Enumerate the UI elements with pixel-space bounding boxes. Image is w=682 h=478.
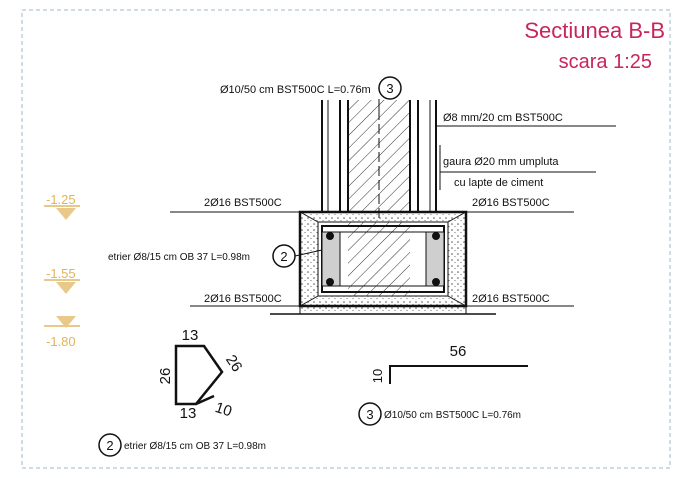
stirrup-label: etrier Ø8/15 cm OB 37 L=0.98m bbox=[108, 252, 250, 263]
wall-column bbox=[321, 100, 437, 220]
marker-detail-2: 2 bbox=[106, 438, 113, 453]
level-1: -1.25 bbox=[46, 192, 76, 207]
level-2: -1.55 bbox=[46, 266, 76, 281]
bar3-detail-shape bbox=[389, 365, 528, 384]
bar3-top-label: Ø10/50 cm BST500C L=0.76m bbox=[220, 84, 371, 96]
hole-label-1: gaura Ø20 mm umpluta bbox=[443, 156, 559, 168]
bottom-right-rebar-label: 2Ø16 BST500C bbox=[472, 293, 550, 305]
section-title: Sectiunea B-B bbox=[524, 18, 665, 43]
top-right-rebar-label: 2Ø16 BST500C bbox=[472, 197, 550, 209]
stirrup-dim-right: 26 bbox=[222, 352, 245, 375]
level-triangle-icon bbox=[56, 282, 76, 294]
level-markers: -1.25 -1.55 -1.80 bbox=[44, 192, 80, 349]
bar3-dim-hook: 10 bbox=[370, 369, 385, 383]
stirrup-caption: etrier Ø8/15 cm OB 37 L=0.98m bbox=[124, 441, 266, 452]
stirrup-dim-bottom: 13 bbox=[180, 405, 197, 422]
beam-section bbox=[270, 210, 496, 315]
marker-circle-icon bbox=[98, 433, 122, 457]
stirrup-dim-hook: 10 bbox=[213, 399, 234, 420]
marker-stirrup: 2 bbox=[280, 249, 287, 264]
top-left-rebar-label: 2Ø16 BST500C bbox=[204, 197, 282, 209]
bar3-callout: Ø10/50 cm BST500C L=0.76m 3 bbox=[220, 76, 402, 110]
bar3-dim-length: 56 bbox=[450, 343, 467, 360]
right-annotations bbox=[170, 125, 616, 307]
sheet-border bbox=[21, 9, 671, 469]
stirrup-dim-top: 13 bbox=[182, 327, 199, 344]
marker-circle-icon bbox=[358, 402, 382, 426]
hole-label-2: cu lapte de ciment bbox=[454, 177, 543, 189]
marker-detail-3: 3 bbox=[366, 407, 373, 422]
stirrup-dim-left: 26 bbox=[157, 368, 174, 385]
level-triangle-icon bbox=[56, 316, 76, 328]
level-triangle-icon bbox=[56, 208, 76, 220]
section-scale: scara 1:25 bbox=[559, 51, 652, 73]
vertical-bar-label: Ø8 mm/20 cm BST500C bbox=[443, 112, 563, 124]
marker-circle-icon bbox=[378, 76, 402, 100]
marker-top: 3 bbox=[386, 81, 393, 96]
bottom-left-rebar-label: 2Ø16 BST500C bbox=[204, 293, 282, 305]
bar3-caption: Ø10/50 cm BST500C L=0.76m bbox=[384, 410, 521, 421]
level-3: -1.80 bbox=[46, 334, 76, 349]
stirrup-detail-shape bbox=[174, 344, 224, 406]
